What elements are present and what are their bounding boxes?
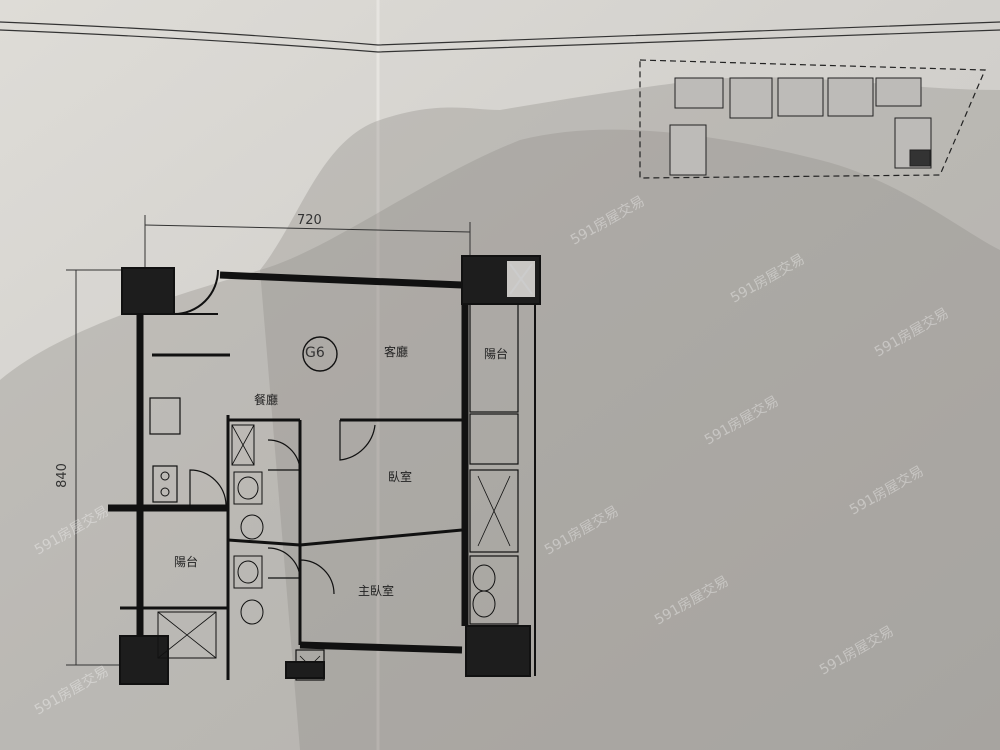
dining-room-label: 餐廳	[254, 393, 279, 407]
unit-code-label: G6	[305, 345, 325, 361]
key-plan	[639, 59, 986, 179]
height-dimension-label: 840	[54, 463, 70, 488]
floor-plan	[108, 255, 541, 685]
balcony-right-label: 陽台	[484, 347, 509, 361]
width-dimension-label: 720	[297, 213, 322, 228]
master-bedroom-label: 主臥室	[358, 584, 395, 598]
living-room-label: 客廳	[384, 345, 409, 359]
balcony-left-label: 陽台	[174, 555, 199, 569]
bedroom-label: 臥室	[388, 470, 413, 484]
